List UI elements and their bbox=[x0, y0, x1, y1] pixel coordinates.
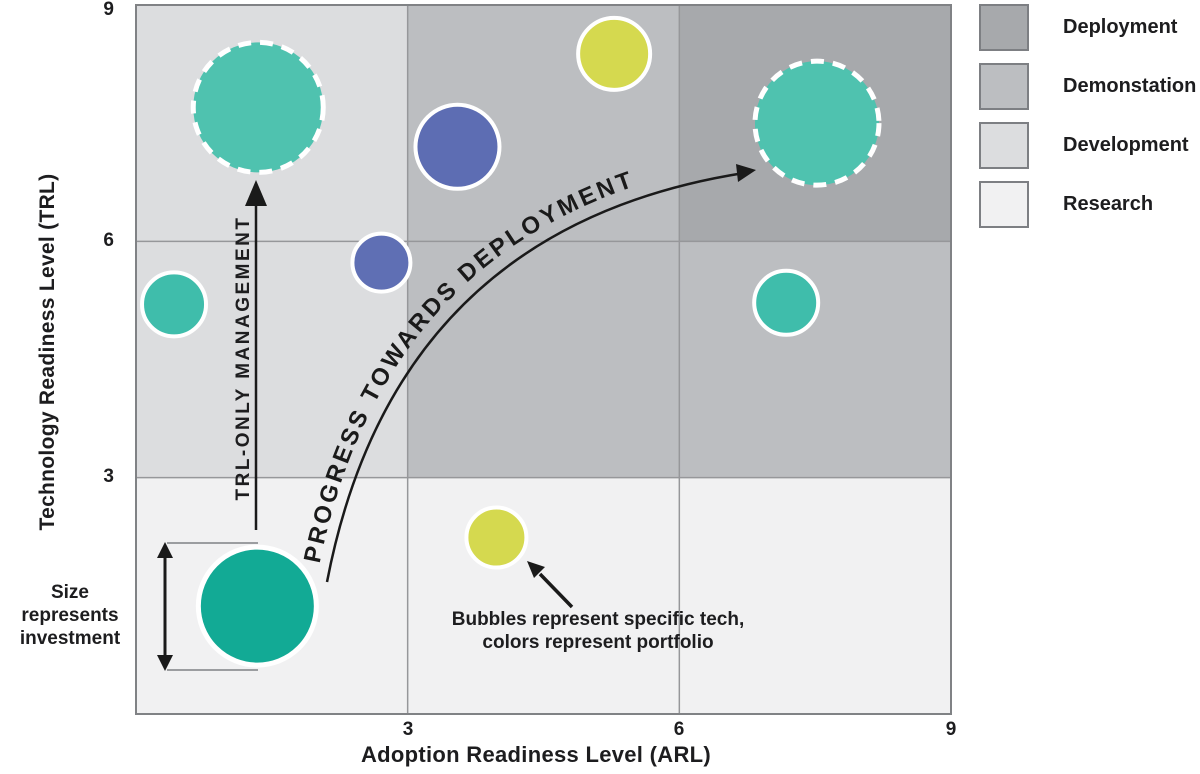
legend-label: Development bbox=[1063, 134, 1189, 156]
trl-only-arrow: TRL-ONLY MANAGEMENT bbox=[233, 180, 267, 530]
legend-swatch-development bbox=[979, 122, 1029, 169]
legend-swatch-deployment bbox=[979, 4, 1029, 51]
size-arrow bbox=[157, 542, 258, 671]
bubble-0 bbox=[190, 39, 326, 175]
y-tick-3: 3 bbox=[103, 466, 114, 487]
gridlines bbox=[136, 5, 951, 714]
bubble-8 bbox=[464, 505, 529, 570]
arrow-down-icon bbox=[157, 655, 173, 671]
legend-row-research: Research bbox=[979, 181, 1196, 228]
legend-row-development: Development bbox=[979, 122, 1196, 169]
bubbles-note: Bubbles represent specific tech, colors … bbox=[417, 608, 779, 654]
trl-only-management-label: TRL-ONLY MANAGEMENT bbox=[233, 216, 254, 501]
arrow-up-left-icon bbox=[527, 561, 545, 578]
plot-border bbox=[135, 4, 952, 715]
bubble-7 bbox=[195, 544, 319, 668]
x-tick-9: 9 bbox=[945, 719, 957, 740]
legend-row-demonstation: Demonstation bbox=[979, 63, 1196, 110]
bubbles-layer bbox=[140, 15, 882, 668]
size-note-line: investment bbox=[19, 628, 121, 649]
legend-row-deployment: Deployment bbox=[979, 4, 1196, 51]
y-tick-9: 9 bbox=[103, 0, 114, 20]
bubble-3 bbox=[752, 58, 882, 188]
bubbles-note-line: Bubbles represent specific tech, bbox=[451, 609, 745, 630]
legend-label: Deployment bbox=[1063, 16, 1178, 38]
x-tick-6: 6 bbox=[673, 719, 685, 740]
bubble-5 bbox=[140, 270, 209, 339]
legend-swatch-research bbox=[979, 181, 1029, 228]
arrow-right-icon bbox=[736, 164, 756, 182]
zone-legend: Deployment Demonstation Development Rese… bbox=[979, 4, 1196, 240]
bubbles-note-line: colors represent portfolio bbox=[482, 632, 714, 653]
bubbles-note-arrow bbox=[527, 561, 574, 609]
y-axis-title: Technology Readiness Level (TRL) bbox=[36, 173, 59, 531]
arrow-up-icon bbox=[245, 180, 267, 206]
legend-swatch-demonstation bbox=[979, 63, 1029, 110]
size-note-line: represents bbox=[21, 605, 119, 626]
legend-label: Research bbox=[1063, 193, 1154, 215]
size-note: Size represents investment bbox=[6, 581, 134, 650]
legend-label: Demonstation bbox=[1063, 75, 1197, 97]
size-note-line: Size bbox=[50, 582, 90, 603]
x-axis-title: Adoption Readiness Level (ARL) bbox=[360, 742, 712, 767]
bubble-6 bbox=[752, 268, 821, 337]
x-tick-3: 3 bbox=[402, 719, 414, 740]
progress-arrow-curve bbox=[325, 171, 745, 583]
bubble-4 bbox=[350, 231, 413, 294]
arrow-up-icon bbox=[157, 542, 173, 558]
bubble-2 bbox=[576, 15, 653, 92]
y-tick-6: 6 bbox=[103, 230, 114, 251]
bubble-1 bbox=[413, 102, 502, 191]
